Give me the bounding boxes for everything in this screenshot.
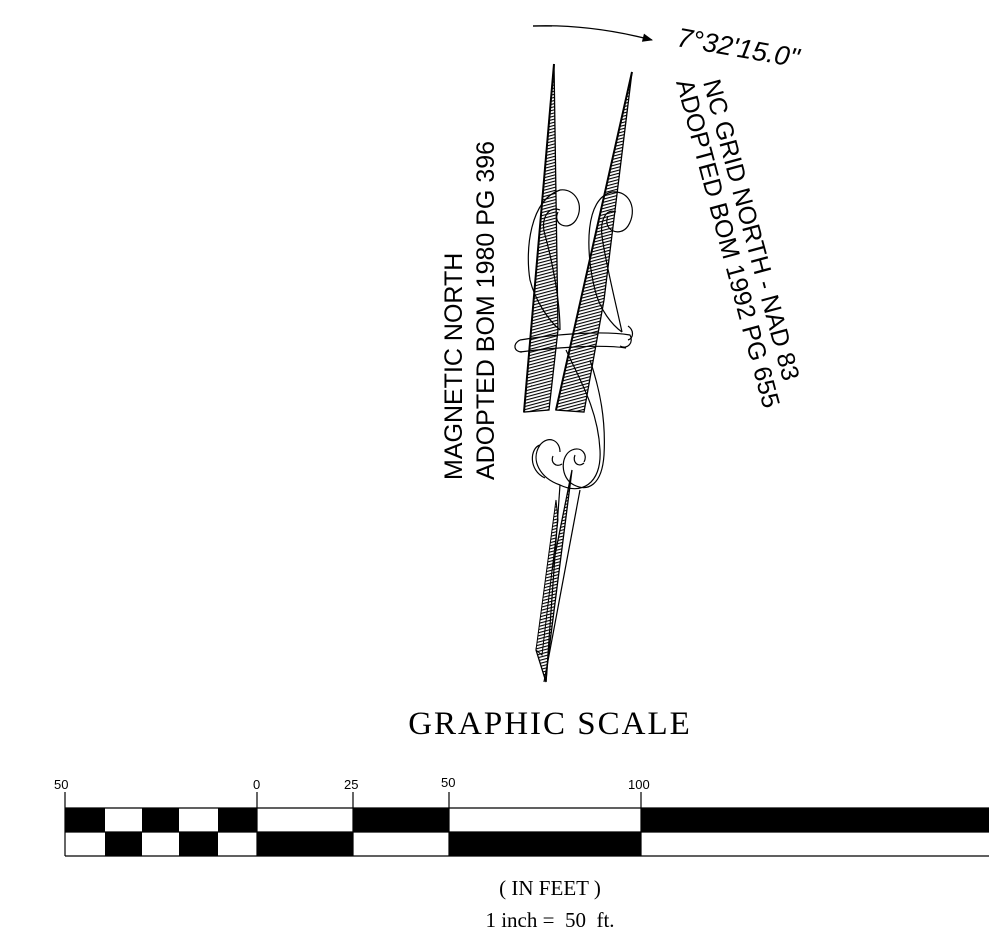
scale-tick-label-50-left: 50 [54,777,68,792]
scale-tick-label-0: 0 [253,777,260,792]
scale-bar [64,792,989,857]
ornamental-scrolls [514,189,634,683]
scale-units: ( IN FEET ) [499,876,601,900]
magnetic-north-label-line1: MAGNETIC NORTH [440,253,468,480]
angle-arc [532,25,654,42]
grid-north-needle [535,71,633,656]
scale-tick-label-50: 50 [441,775,455,790]
angle-label: 7°32'15.0" [675,22,803,73]
magnetic-north-label-line2: ADOPTED BOM 1980 PG 396 [472,141,500,480]
graphic-scale-title: GRAPHIC SCALE [408,706,692,742]
scale-ratio: 1 inch = 50 ft. [485,908,615,932]
scale-tick-label-25: 25 [344,777,358,792]
scale-tick-label-100: 100 [628,777,650,792]
